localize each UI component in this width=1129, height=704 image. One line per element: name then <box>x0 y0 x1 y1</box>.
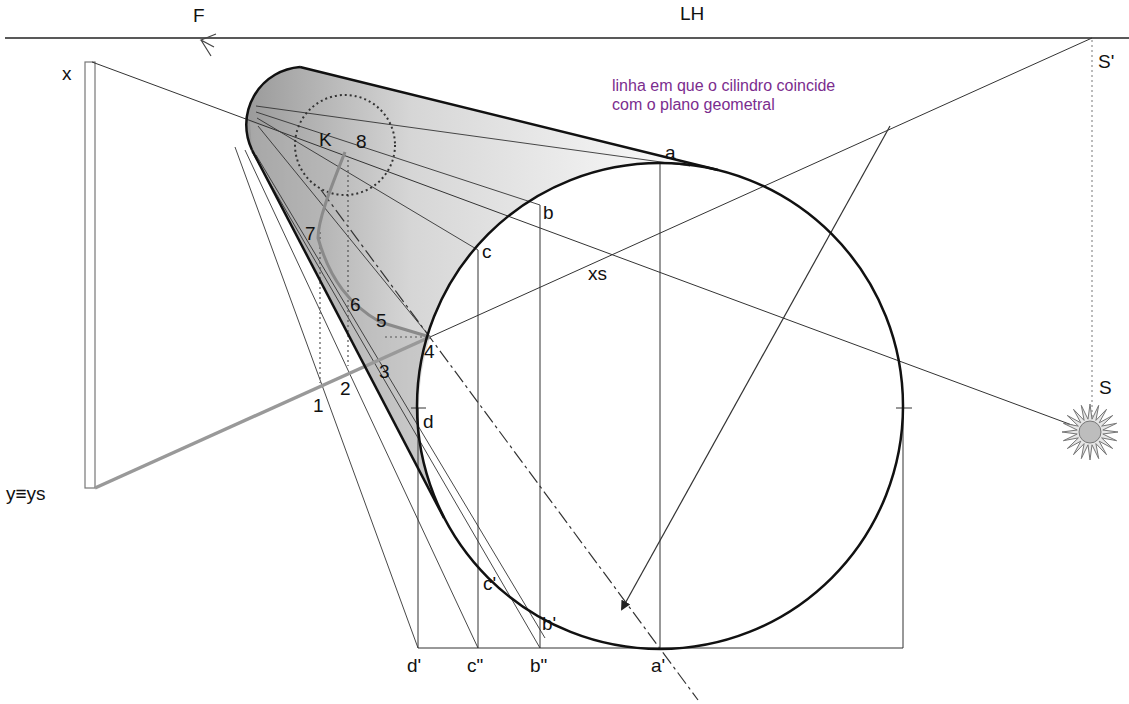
point-label: c" <box>467 656 483 677</box>
point-label: x <box>62 64 72 85</box>
point-label: F <box>193 6 205 27</box>
callout-number: 3 <box>379 362 390 383</box>
point-label: K <box>319 130 332 151</box>
point-label: b' <box>542 614 556 635</box>
point-label: d' <box>407 656 421 677</box>
annotation-note: linha em que o cilindro coincide com o p… <box>612 76 862 114</box>
callout-number: 7 <box>305 224 316 245</box>
callout-number: 1 <box>313 396 324 417</box>
point-label: S' <box>1098 52 1114 73</box>
callout-number: 5 <box>376 311 387 332</box>
point-label: b <box>543 203 554 224</box>
point-label: c <box>482 242 492 263</box>
point-label: S <box>1099 378 1112 399</box>
line-label: LH <box>680 4 704 25</box>
callout-number: 4 <box>424 342 435 363</box>
callout-number: 2 <box>340 379 351 400</box>
point-label: xs <box>588 264 607 285</box>
callout-number: 6 <box>350 295 361 316</box>
point-label: d <box>423 412 434 433</box>
callout-number: 8 <box>356 132 367 153</box>
point-label: a' <box>651 656 665 677</box>
point-label: y≡ys <box>6 484 46 505</box>
sun-symbol <box>1062 404 1118 460</box>
point-label: b" <box>530 656 547 677</box>
point-label: a <box>665 143 676 164</box>
point-label: c' <box>483 574 496 595</box>
